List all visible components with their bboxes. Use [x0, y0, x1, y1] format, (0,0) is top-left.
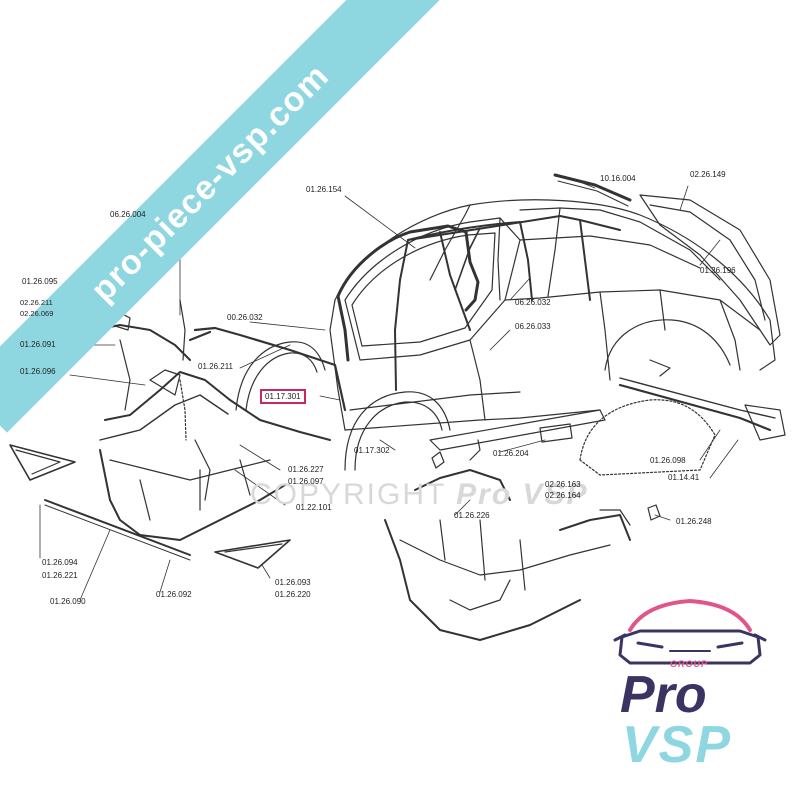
part-label: 01.26.098 — [650, 456, 686, 465]
logo-pro-text: Pro — [620, 666, 707, 724]
part-label: 01.26.196 — [700, 266, 736, 275]
clip-shape — [647, 504, 661, 521]
car-body-shell — [188, 173, 786, 476]
front-subframe-left — [9, 274, 331, 569]
part-label: 10.16.004 — [600, 174, 636, 183]
part-label: 01.26.096 — [20, 367, 56, 376]
part-label: 06.26.033 — [515, 322, 551, 331]
part-label: 01.26.095 — [22, 277, 58, 286]
watermark-brand: Pro VSP — [456, 478, 589, 511]
part-label: 01.26.211 — [198, 362, 233, 371]
clip-shape — [431, 451, 445, 469]
part-label: 02.26.211 — [20, 298, 53, 307]
part-label: 01.26.204 — [493, 449, 529, 458]
logo-vsp-text: VSP — [622, 716, 733, 774]
part-label: 02.26.163 — [545, 480, 581, 489]
part-label: 01.26.227 — [288, 465, 324, 474]
watermark-prefix: COPYRIGHT — [250, 478, 446, 511]
logo-group-text: GROUP — [670, 659, 709, 669]
part-label: 01.22.101 — [296, 503, 332, 512]
part-label: 02.26.149 — [690, 170, 726, 179]
provsp-logo: GROUP Pro VSP — [600, 585, 780, 785]
part-label: 06.26.004 — [110, 210, 146, 219]
part-label: 01.26.154 — [306, 185, 342, 194]
part-label: 01.26.248 — [676, 517, 712, 526]
highlighted-part-label: 01.17.301 — [260, 389, 306, 404]
part-label: 01.26.226 — [454, 511, 490, 520]
part-label: 01.26.093 — [275, 578, 311, 587]
part-label: 01.26.094 — [42, 558, 78, 567]
part-label: 02.26.069 — [20, 309, 54, 318]
copyright-watermark: COPYRIGHT Pro VSP — [250, 478, 589, 512]
car-front-icon — [613, 599, 767, 665]
part-label: 02.26.164 — [545, 491, 581, 500]
part-label: 01.26.092 — [156, 590, 192, 599]
part-label: 01.26.091 — [20, 340, 56, 349]
front-subframe-right — [384, 439, 631, 641]
part-label: 01.14.41 — [668, 473, 700, 482]
part-label: 06.26.032 — [515, 298, 551, 307]
part-label: 00.26.032 — [227, 313, 263, 322]
part-label: 01.26.097 — [288, 477, 324, 486]
part-label: 01.26.221 — [42, 571, 78, 580]
part-label: 01.17.302 — [354, 446, 390, 455]
part-label: 01.26.220 — [275, 590, 311, 599]
part-label: 01.26.090 — [50, 597, 86, 606]
